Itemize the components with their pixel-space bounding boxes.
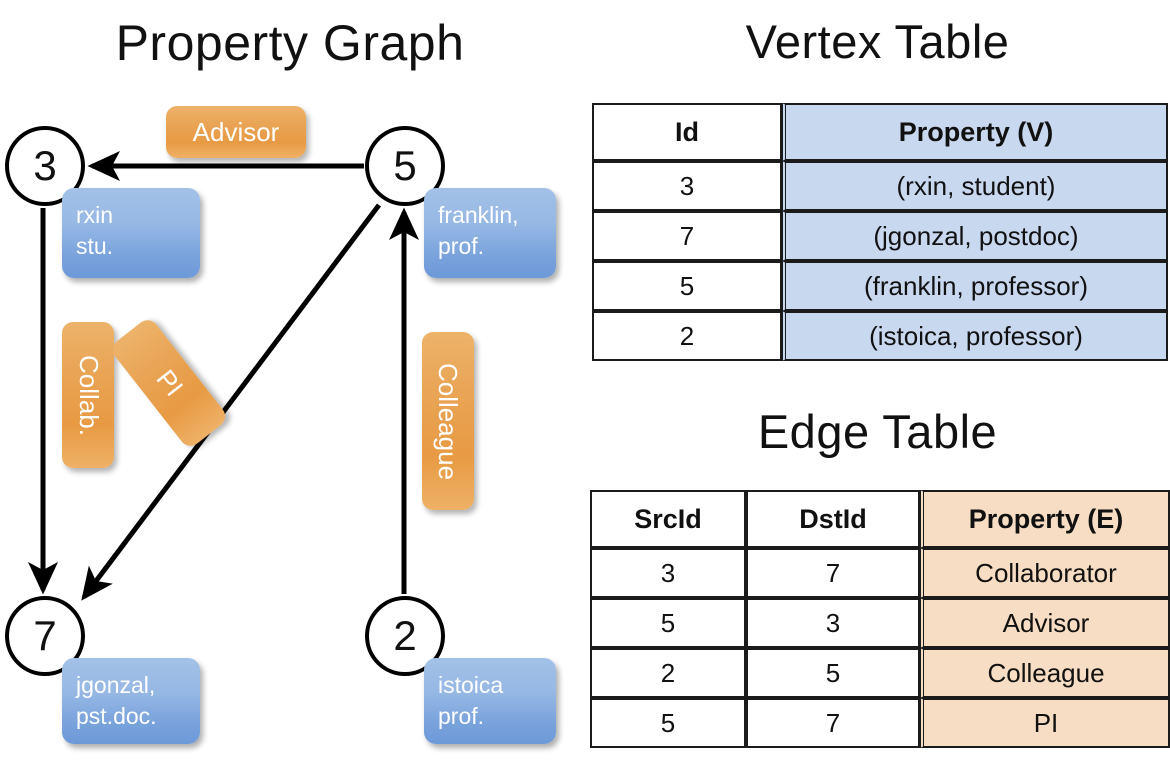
- graph-vertex-5[interactable]: 5: [365, 126, 445, 206]
- graph-vertex-2-label: 2: [393, 612, 417, 659]
- edge-table-cell-property: Collaborator: [920, 548, 1170, 598]
- edge-table-cell-dstid: 5: [746, 648, 920, 698]
- table-row: 3 (rxin, student): [592, 161, 1168, 211]
- edge-table-cell-srcid: 5: [590, 598, 746, 648]
- vertex-property-box-2: istoica prof.: [424, 658, 556, 744]
- edge-label-pi-text: PI: [150, 363, 189, 402]
- vertex-table-header-property: Property (V): [782, 103, 1168, 161]
- edge-table-cell-dstid: 7: [746, 548, 920, 598]
- vertex-property-3-line1: rxin: [76, 202, 114, 228]
- table-row: 7 (jgonzal, postdoc): [592, 211, 1168, 261]
- vertex-table-cell-id: 3: [592, 161, 782, 211]
- edge-table-header-srcid: SrcId: [590, 490, 746, 548]
- page-title-vertex-table: Vertex Table: [745, 15, 1010, 68]
- vertex-property-2-line1: istoica: [438, 672, 504, 698]
- table-row: 5 (franklin, professor): [592, 261, 1168, 311]
- vertex-property-2-line2: prof.: [438, 703, 485, 729]
- edge-label-colleague-text: Colleague: [433, 362, 464, 480]
- vertex-table-header-id: Id: [592, 103, 782, 161]
- vertex-property-5-line1: franklin,: [438, 202, 519, 228]
- edge-line-pi: [81, 203, 381, 601]
- graph-vertex-2[interactable]: 2: [365, 596, 445, 676]
- edge-table: SrcId DstId Property (E) 3 7 Collaborato…: [590, 490, 1170, 748]
- vertex-property-box-5: franklin, prof.: [424, 188, 556, 278]
- property-graph-panel: Property Graph 3 5 7 2 rxin stu. frankli…: [5, 15, 556, 744]
- vertex-table-cell-property: (franklin, professor): [782, 261, 1168, 311]
- vertex-property-box-7: jgonzal, pst.doc.: [62, 658, 200, 744]
- graph-vertex-7-label: 7: [33, 612, 57, 659]
- table-row: 3 7 Collaborator: [590, 548, 1170, 598]
- vertex-table-cell-id: 2: [592, 311, 782, 361]
- vertex-table-cell-id: 5: [592, 261, 782, 311]
- table-row: 2 (istoica, professor): [592, 311, 1168, 361]
- edge-table-cell-srcid: 5: [590, 698, 746, 748]
- edge-label-advisor: Advisor: [166, 106, 306, 158]
- vertex-table-cell-id: 7: [592, 211, 782, 261]
- vertex-table-header-row: Id Property (V): [592, 103, 1168, 161]
- edge-label-advisor-text: Advisor: [192, 116, 280, 147]
- vertex-table-cell-property: (istoica, professor): [782, 311, 1168, 361]
- edge-table-cell-property: Advisor: [920, 598, 1170, 648]
- edge-table-cell-srcid: 2: [590, 648, 746, 698]
- graph-vertex-3-label: 3: [33, 142, 57, 189]
- vertex-table-cell-property: (jgonzal, postdoc): [782, 211, 1168, 261]
- vertex-property-7-line1: jgonzal,: [76, 672, 156, 698]
- vertex-property-5-line2: prof.: [438, 233, 485, 259]
- page-title-edge-table: Edge Table: [757, 405, 998, 458]
- vertex-property-box-3: rxin stu.: [62, 188, 200, 278]
- edge-table-header-dstid: DstId: [746, 490, 920, 548]
- page-title-property-graph: Property Graph: [115, 15, 465, 71]
- edge-table-cell-dstid: 3: [746, 598, 920, 648]
- table-row: 2 5 Colleague: [590, 648, 1170, 698]
- graph-edges-layer: [28, 151, 419, 601]
- edge-label-collab: Collab.: [62, 322, 114, 468]
- edge-label-colleague: Colleague: [422, 332, 474, 510]
- table-row: 5 3 Advisor: [590, 598, 1170, 648]
- edge-table-cell-property: PI: [920, 698, 1170, 748]
- edge-table-cell-property: Colleague: [920, 648, 1170, 698]
- graph-vertex-5-label: 5: [393, 142, 417, 189]
- vertex-property-3-line2: stu.: [76, 233, 114, 259]
- table-row: 5 7 PI: [590, 698, 1170, 748]
- vertex-table: Id Property (V) 3 (rxin, student) 7 (jgo…: [592, 103, 1168, 361]
- edge-table-cell-dstid: 7: [746, 698, 920, 748]
- edge-label-collab-text: Collab.: [73, 354, 104, 436]
- vertex-property-7-line2: pst.doc.: [76, 703, 157, 729]
- edge-table-header-row: SrcId DstId Property (E): [590, 490, 1170, 548]
- edge-table-header-property: Property (E): [920, 490, 1170, 548]
- vertex-table-cell-property: (rxin, student): [782, 161, 1168, 211]
- edge-table-cell-srcid: 3: [590, 548, 746, 598]
